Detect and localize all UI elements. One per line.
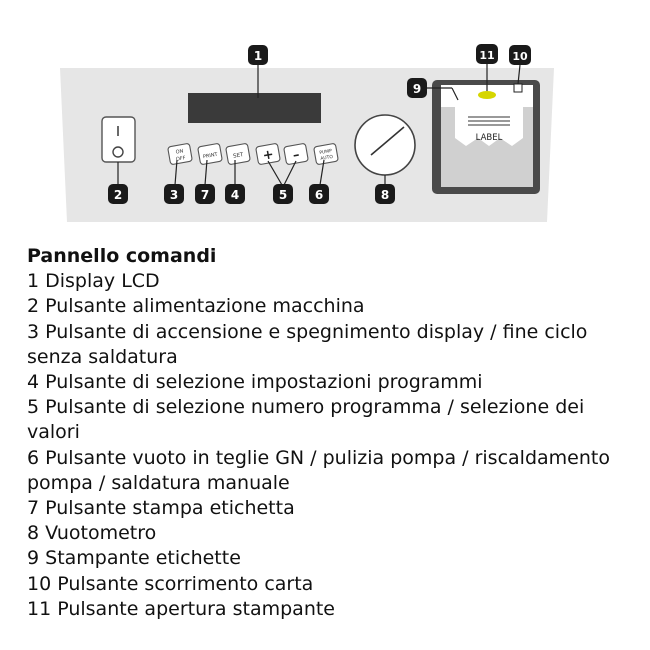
callout-5: 5	[273, 184, 293, 204]
minus-key-label: –	[292, 148, 301, 164]
legend-item: 11 Pulsante apertura stampante	[27, 597, 335, 620]
callout-11-label: 11	[479, 49, 494, 62]
legend-item: 2 Pulsante alimentazione macchina	[27, 295, 365, 318]
legend-item: 4 Pulsante di selezione impostazioni pro…	[27, 371, 483, 394]
leader-lines	[117, 64, 521, 186]
power-switch[interactable]	[101, 116, 136, 163]
set-key-label: SET	[233, 152, 245, 160]
onoff-key-bottom: OFF	[176, 155, 187, 163]
callout-6: 6	[309, 184, 329, 204]
pump-key-top: PUMP	[319, 148, 333, 156]
legend-item: 7 Pulsante stampa etichetta	[27, 497, 295, 520]
legend-item: 5 Pulsante di selezione numero programma…	[27, 396, 585, 444]
callout-7: 7	[195, 184, 215, 204]
callout-1-label: 1	[254, 49, 262, 63]
legend-item: 3 Pulsante di accensione e spegnimento d…	[27, 320, 588, 368]
callout-6-label: 6	[315, 188, 323, 202]
callout-3: 3	[164, 184, 184, 204]
legend-item: 8 Vuotometro	[27, 522, 157, 545]
legend-item: 6 Pulsante vuoto in teglie GN / pulizia …	[27, 446, 610, 494]
legend-item: 9 Stampante etichette	[27, 547, 241, 570]
callout-7-label: 7	[201, 188, 209, 202]
vacuum-gauge	[354, 114, 416, 176]
callout-2: 2	[108, 184, 128, 204]
print-key[interactable]: PRINT	[197, 143, 223, 165]
machine-panel	[60, 68, 554, 222]
callout-3-label: 3	[170, 188, 178, 202]
legend-item: 1 Display LCD	[27, 270, 160, 293]
callout-9-label: 9	[413, 82, 421, 96]
printer-label-text: LABEL	[476, 133, 503, 143]
legend: Pannello comandi 1 Display LCD 2 Pulsant…	[27, 244, 627, 622]
onoff-key[interactable]: ON OFF	[167, 143, 193, 165]
legend-item: 10 Pulsante scorrimento carta	[27, 572, 314, 595]
callout-11: 11	[476, 44, 498, 64]
lcd-display	[188, 93, 321, 123]
callout-2-label: 2	[114, 188, 122, 202]
plus-key-label: +	[262, 147, 275, 164]
callout-5-label: 5	[279, 188, 287, 202]
callout-9: 9	[407, 78, 427, 98]
callout-10: 10	[509, 45, 531, 65]
callout-8: 8	[375, 184, 395, 204]
onoff-key-top: ON	[175, 148, 184, 155]
set-key[interactable]: SET	[225, 143, 251, 165]
callout-4: 4	[225, 184, 245, 204]
print-key-label: PRINT	[203, 152, 220, 161]
plus-key[interactable]: +	[255, 143, 281, 165]
minus-key[interactable]: –	[283, 143, 309, 165]
legend-title: Pannello comandi	[27, 245, 217, 267]
label-printer: LABEL	[432, 80, 540, 194]
paper-feed-button[interactable]	[513, 83, 523, 93]
control-panel-diagram: ON OFF PRINT SET + – PUMP AUTO LABEL	[60, 44, 554, 222]
pump-key[interactable]: PUMP AUTO	[313, 143, 339, 165]
callout-1: 1	[248, 45, 268, 65]
callout-4-label: 4	[231, 188, 239, 202]
callout-10-label: 10	[512, 50, 528, 63]
callout-8-label: 8	[381, 188, 389, 202]
printer-open-button[interactable]	[478, 91, 496, 99]
pump-key-bottom: AUTO	[320, 154, 334, 162]
